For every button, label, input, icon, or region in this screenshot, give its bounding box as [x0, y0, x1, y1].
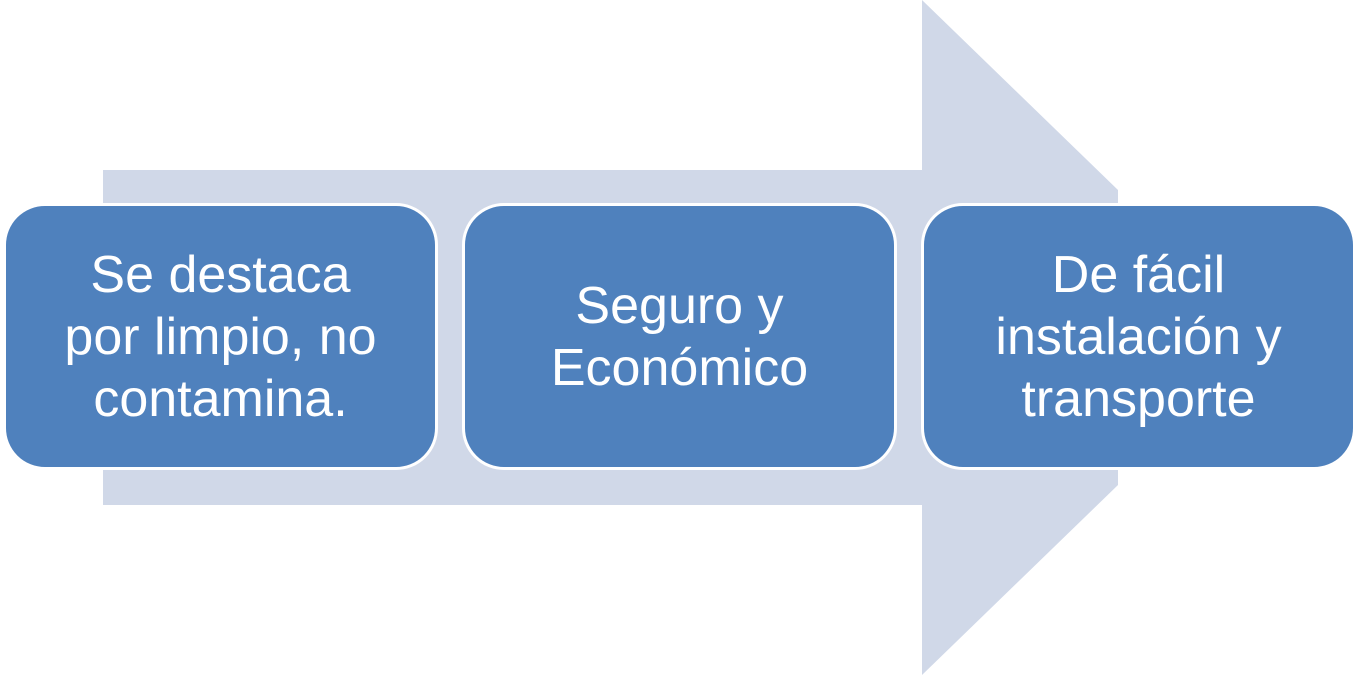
step-3-text: De fácil instalación y transporte	[995, 245, 1282, 428]
step-box-1: Se destaca por limpio, no contamina.	[3, 203, 438, 470]
step-1-text: Se destaca por limpio, no contamina.	[64, 245, 377, 428]
step-box-2: Seguro y Económico	[462, 203, 897, 470]
step-box-3: De fácil instalación y transporte	[921, 203, 1356, 470]
step-2-text: Seguro y Económico	[550, 276, 809, 397]
